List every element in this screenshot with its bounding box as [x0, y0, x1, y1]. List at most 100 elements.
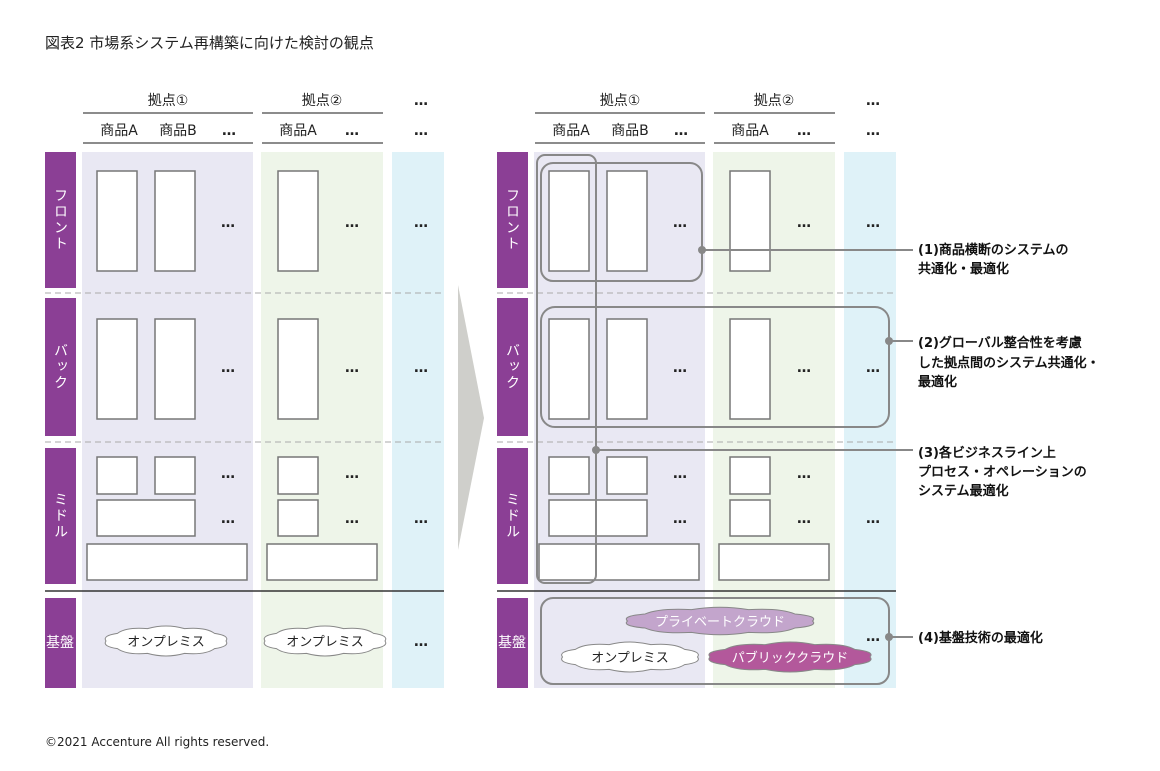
connector-dot [885, 337, 893, 345]
ellipsis: … [866, 360, 880, 376]
onprem-cloud-shape [263, 625, 387, 657]
layer-label-bg [497, 298, 528, 436]
ellipsis: … [866, 511, 880, 527]
more-products: … [866, 123, 880, 139]
connector-dot [885, 633, 893, 641]
ellipsis: … [797, 215, 811, 231]
annotation-2-line: 最適化 [918, 374, 957, 390]
system-box [96, 499, 196, 537]
layer-label-bg [45, 598, 76, 688]
system-box [277, 318, 319, 420]
product-b-header: 商品B [159, 123, 197, 139]
system-box [548, 318, 590, 420]
copyright-footer: ©2021 Accenture All rights reserved. [45, 735, 269, 749]
ellipsis: … [866, 215, 880, 231]
system-box [548, 456, 590, 495]
public-cloud-shape [708, 641, 872, 673]
ellipsis: … [345, 511, 359, 527]
ellipsis: … [673, 511, 687, 527]
group-1-outline [540, 162, 703, 282]
site2-header: 拠点② [754, 93, 795, 109]
product-a-header: 商品A [279, 123, 317, 139]
system-box [96, 318, 138, 420]
annotation-2-line: した拠点間のシステム共通化・ [918, 355, 1100, 371]
layer-label-0: フロント [504, 188, 520, 252]
system-box [606, 170, 648, 272]
ellipsis: … [345, 360, 359, 376]
system-box [606, 318, 648, 420]
system-box [606, 456, 648, 495]
system-box [277, 499, 319, 537]
onprem-cloud-shape [561, 641, 699, 673]
ellipsis: … [221, 215, 235, 231]
system-box [96, 170, 138, 272]
site3-column [392, 152, 444, 688]
product-a-header: 商品A [731, 123, 769, 139]
ellipsis: … [673, 360, 687, 376]
arrow-shape [458, 285, 484, 550]
product-b-header: 商品B [611, 123, 649, 139]
system-box [729, 170, 771, 272]
annotation-3-line: システム最適化 [918, 483, 1009, 499]
system-box [86, 543, 248, 581]
product-a-header: 商品A [552, 123, 590, 139]
system-box [96, 456, 138, 495]
more-products: … [797, 123, 811, 139]
system-box [548, 170, 590, 272]
onprem-cloud-label: オンプレミス [591, 651, 669, 666]
layer-label-1: バック [504, 343, 520, 391]
system-box [718, 543, 830, 581]
more-sites: … [414, 93, 428, 109]
ellipsis: … [414, 360, 428, 376]
private-cloud-label: プライベートクラウド [655, 615, 785, 630]
group-2-outline [540, 306, 890, 428]
layer-label-0: フロント [52, 188, 68, 252]
layer-label-2: ミドル [52, 492, 68, 540]
system-box [277, 170, 319, 272]
more-products: … [414, 123, 428, 139]
layer-label-3: 基盤 [498, 634, 526, 651]
product-a-header: 商品A [100, 123, 138, 139]
ellipsis: … [414, 215, 428, 231]
ellipsis: … [866, 629, 880, 645]
layer-label-bg [497, 448, 528, 584]
ellipsis: … [673, 466, 687, 482]
ellipsis: … [221, 466, 235, 482]
group-3-outline [536, 154, 597, 584]
more-products: … [222, 123, 236, 139]
annotation-3-line: (3)各ビジネスライン上 [918, 445, 1056, 461]
site1-header: 拠点① [148, 93, 189, 109]
ellipsis: … [797, 466, 811, 482]
onprem-cloud-label: オンプレミス [286, 635, 364, 650]
system-box [548, 499, 648, 537]
ellipsis: … [414, 634, 428, 650]
annotation-1-line: (1)商品横断のシステムの [918, 242, 1069, 258]
figure-title: 図表2 市場系システム再構築に向けた検討の観点 [45, 34, 374, 52]
more-products: … [674, 123, 688, 139]
more-sites: … [866, 93, 880, 109]
layer-label-bg [497, 152, 528, 288]
layer-label-bg [45, 152, 76, 288]
onprem-cloud-label: オンプレミス [127, 635, 205, 650]
ellipsis: … [221, 511, 235, 527]
layer-label-1: バック [52, 343, 68, 391]
ellipsis: … [797, 511, 811, 527]
system-box [277, 456, 319, 495]
system-box [154, 318, 196, 420]
layer-label-bg [497, 598, 528, 688]
layer-label-bg [45, 298, 76, 436]
site1-header: 拠点① [600, 93, 641, 109]
system-box [729, 499, 771, 537]
system-box [266, 543, 378, 581]
ellipsis: … [345, 466, 359, 482]
ellipsis: … [797, 360, 811, 376]
ellipsis: … [414, 511, 428, 527]
annotation-3-line: プロセス・オペレーションの [918, 465, 1087, 480]
private-cloud-shape [625, 606, 815, 636]
onprem-cloud-shape [104, 625, 228, 657]
more-products: … [345, 123, 359, 139]
connector-dot [592, 446, 600, 454]
